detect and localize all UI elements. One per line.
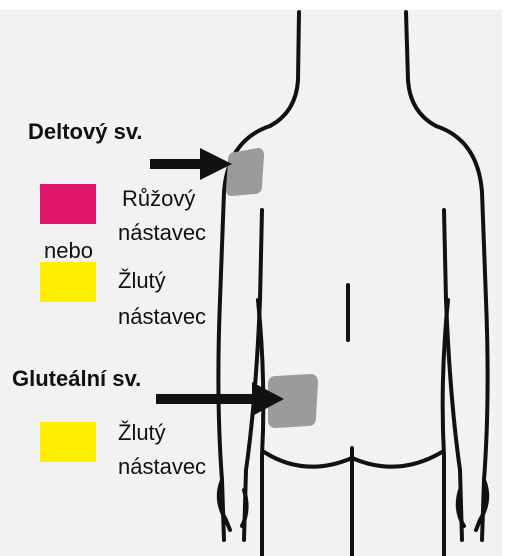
left-arm-inner xyxy=(244,210,262,540)
gluteal-arrow-icon xyxy=(156,380,286,418)
buttock-fold-left xyxy=(264,452,352,467)
neck-right xyxy=(406,12,436,126)
yellow-swatch-deltoid xyxy=(40,262,96,302)
yellow-option-attachment-gluteal: nástavec xyxy=(118,454,206,480)
pink-option-attachment: nástavec xyxy=(118,220,206,246)
yellow-option-name-gluteal: Žlutý xyxy=(118,420,166,446)
gluteal-heading: Gluteální sv. xyxy=(12,366,141,392)
deltoid-heading: Deltový sv. xyxy=(28,119,143,145)
pink-swatch xyxy=(40,184,96,224)
buttock-fold-right xyxy=(352,452,442,467)
or-separator: nebo xyxy=(44,238,93,264)
deltoid-arrow-icon xyxy=(150,146,234,182)
yellow-option-attachment-deltoid: nástavec xyxy=(118,304,206,330)
pink-option-name: Růžový xyxy=(122,186,195,212)
neck-left xyxy=(270,12,299,126)
yellow-swatch-gluteal xyxy=(40,422,96,462)
yellow-option-name-deltoid: Žlutý xyxy=(118,268,166,294)
